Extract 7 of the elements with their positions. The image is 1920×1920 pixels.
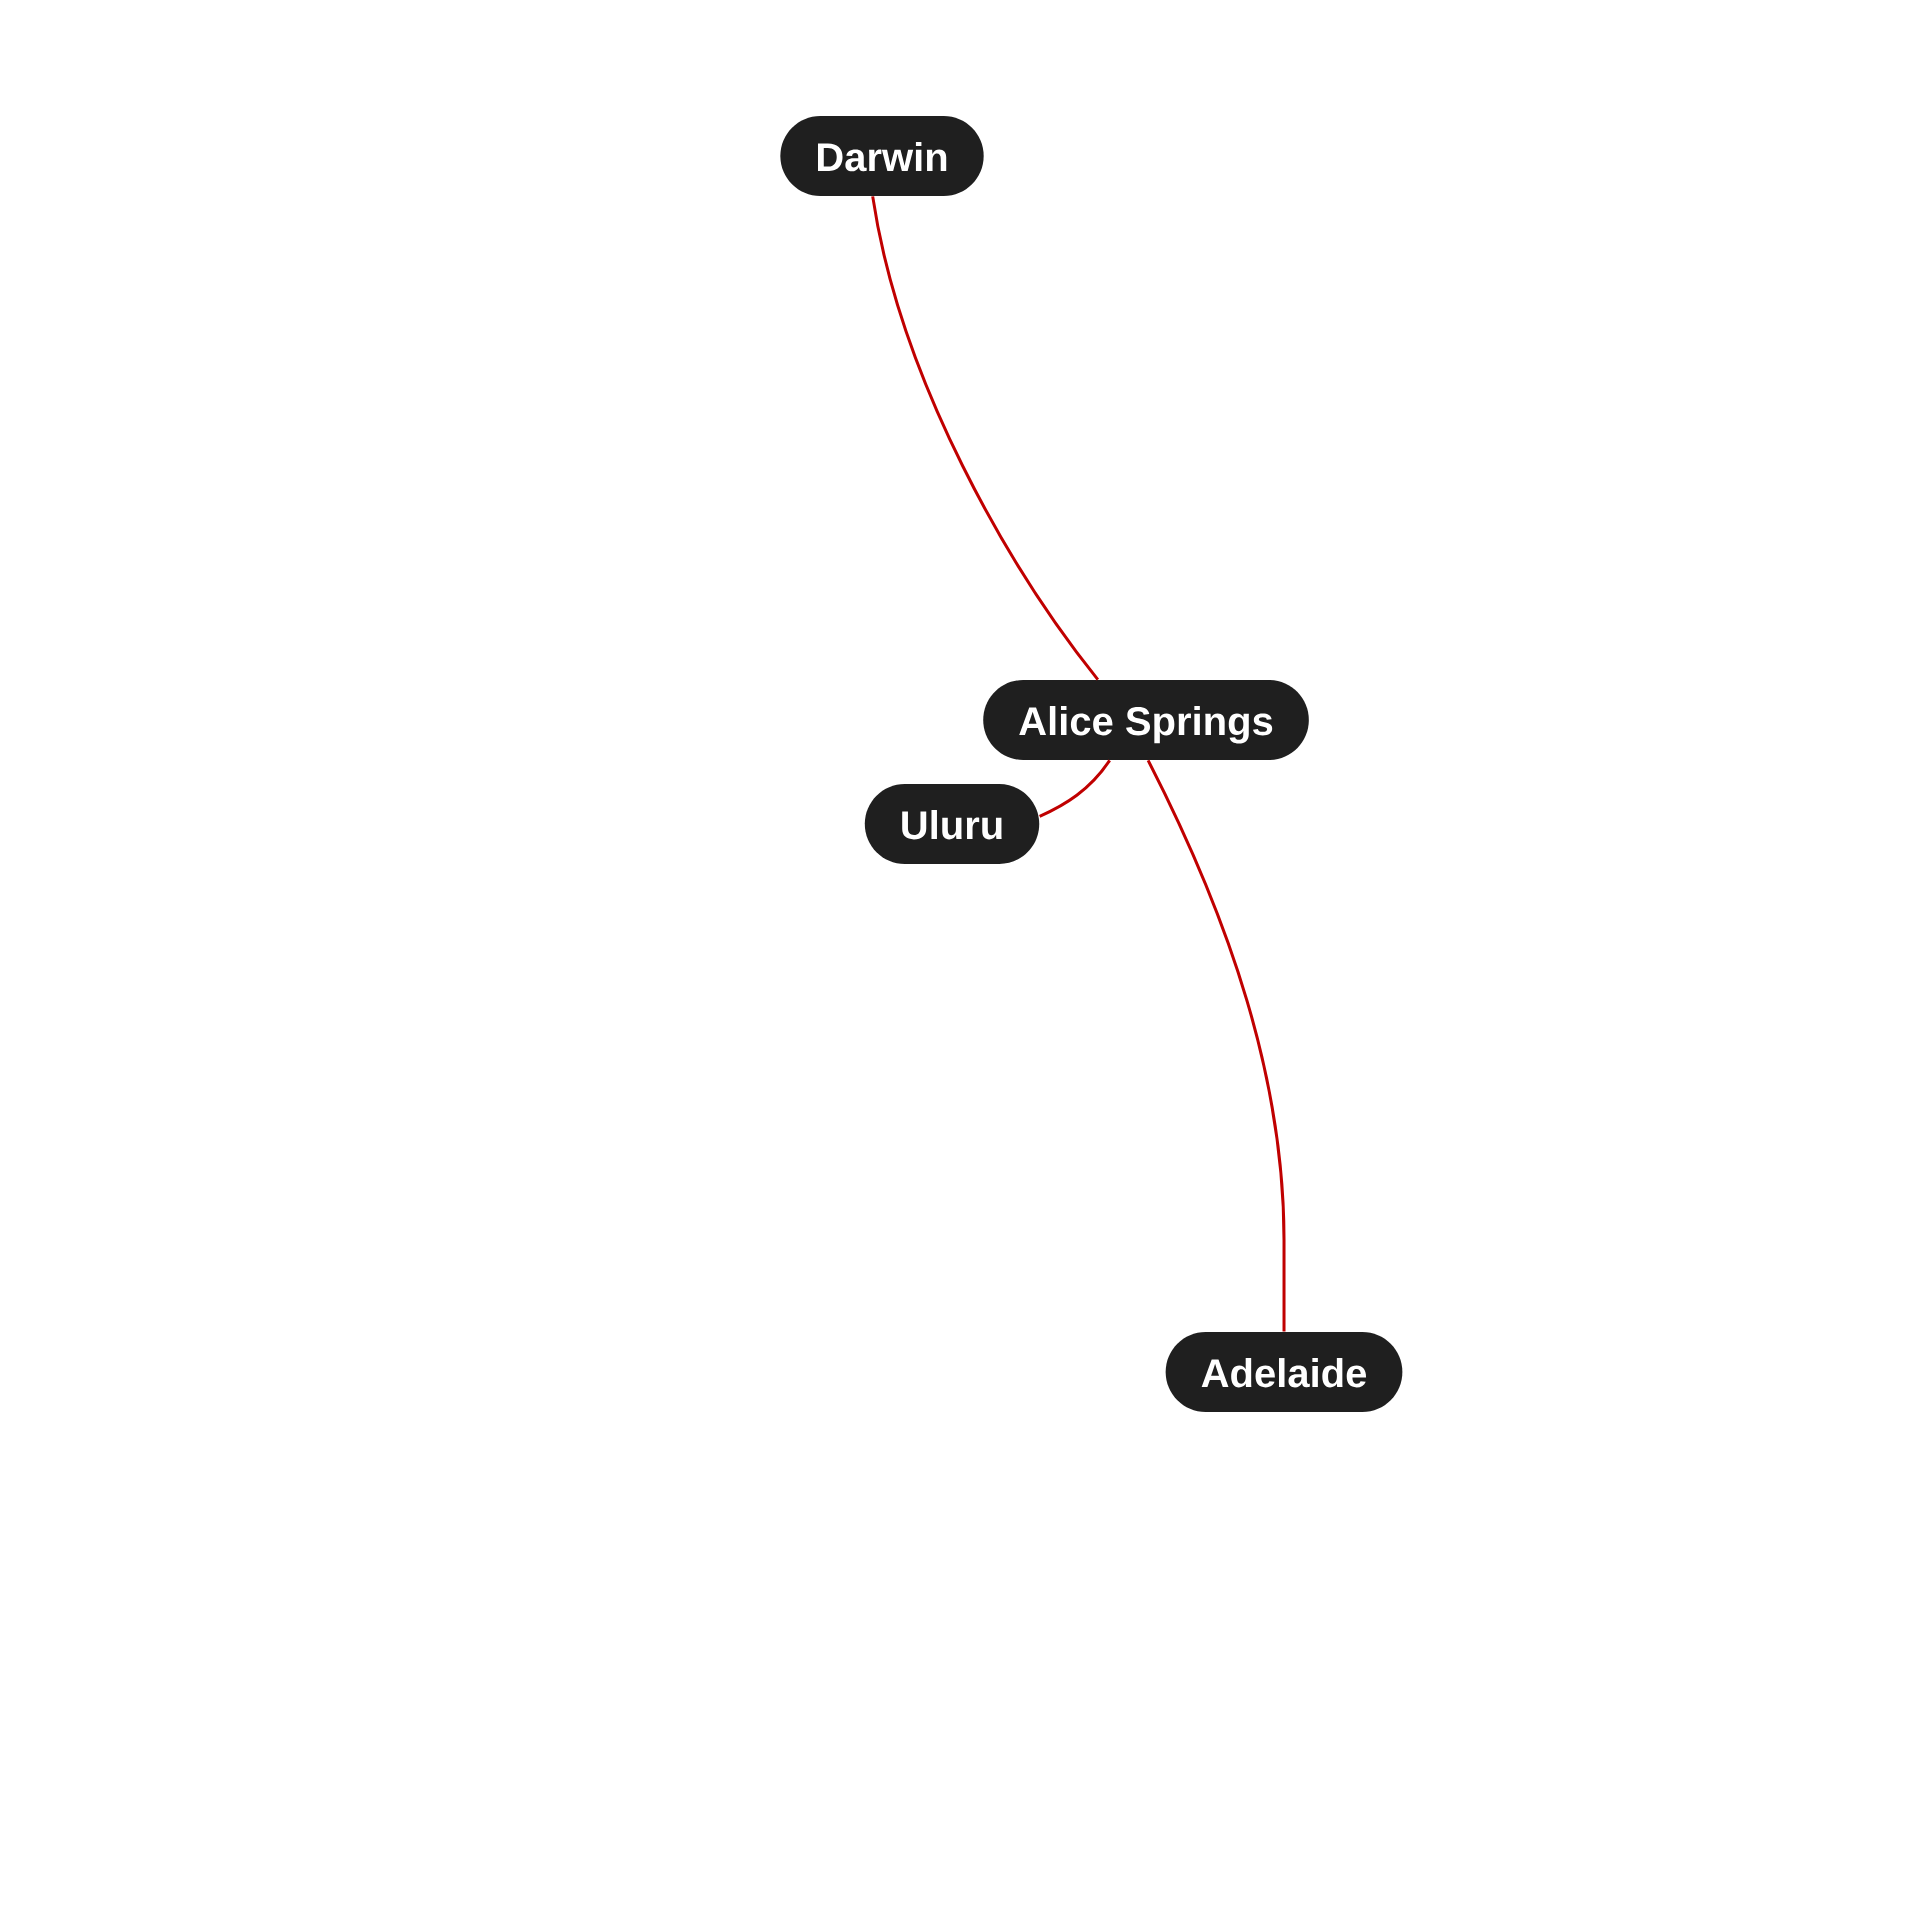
city-label: Adelaide bbox=[1165, 1332, 1403, 1412]
city-label: Darwin bbox=[780, 116, 984, 196]
route-line bbox=[871, 196, 1100, 681]
city-label: Alice Springs bbox=[983, 680, 1309, 760]
route-line bbox=[1039, 759, 1111, 818]
route-line bbox=[1146, 759, 1286, 1332]
city-label: Uluru bbox=[864, 784, 1040, 864]
